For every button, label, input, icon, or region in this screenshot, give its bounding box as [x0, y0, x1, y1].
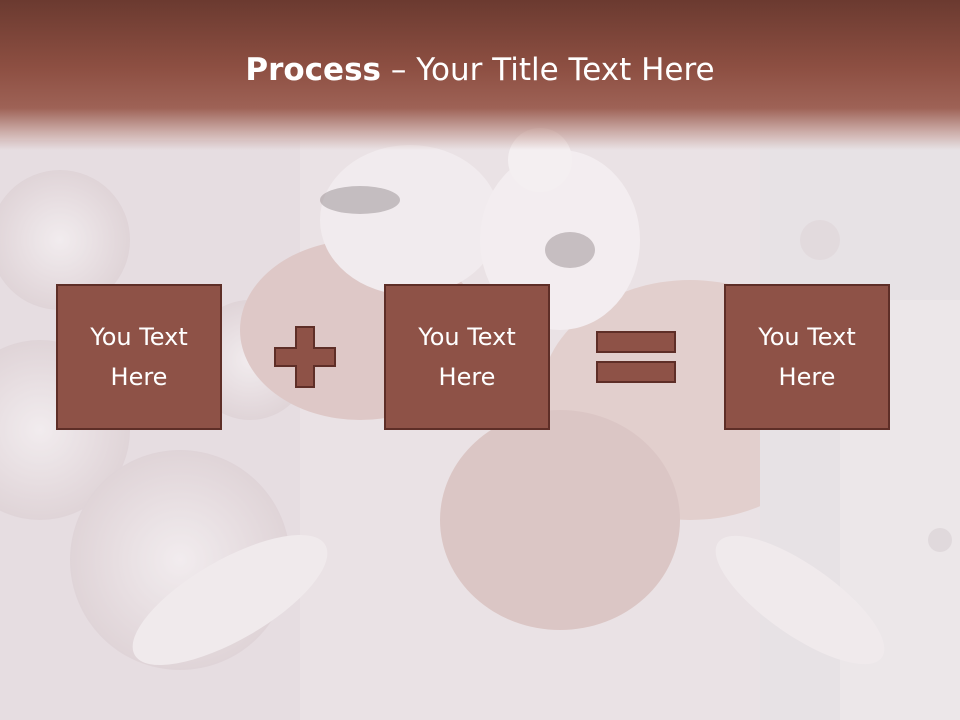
process-box-2[interactable]: You Text Here — [384, 284, 550, 430]
title-bar — [0, 0, 960, 150]
title-bold: Process — [245, 52, 381, 88]
plus-icon — [274, 326, 336, 388]
title-dash: – — [381, 52, 417, 88]
process-box-3-text: You Text Here — [758, 323, 856, 391]
process-box-2-text: You Text Here — [418, 323, 516, 391]
slide-title: Process – Your Title Text Here — [0, 52, 960, 88]
title-rest: Your Title Text Here — [416, 52, 715, 88]
process-box-1[interactable]: You Text Here — [56, 284, 222, 430]
process-box-1-text: You Text Here — [90, 323, 188, 391]
process-box-3[interactable]: You Text Here — [724, 284, 890, 430]
equals-icon — [596, 331, 676, 383]
